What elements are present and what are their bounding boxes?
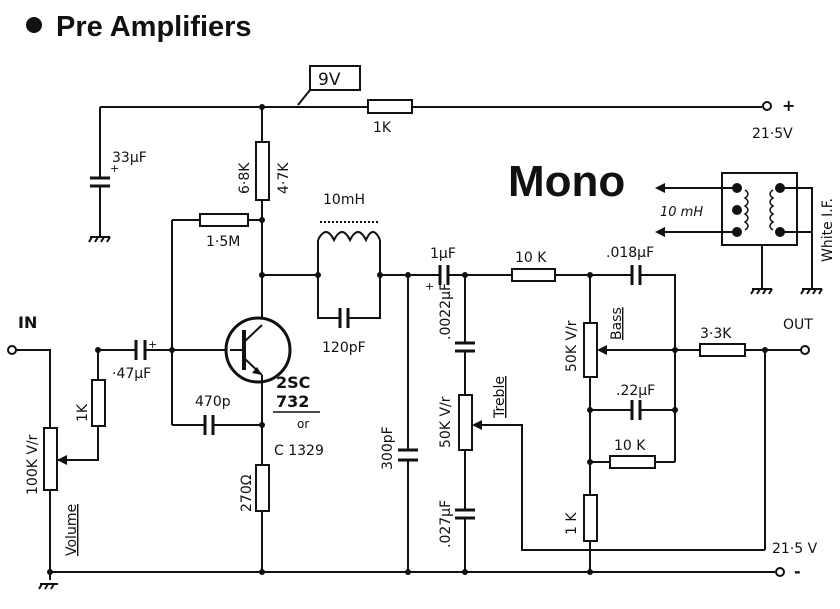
coupling-capacitor-label: 1μF (430, 246, 456, 262)
supply-capacitor-label: 33μF (112, 150, 147, 166)
feedback-capacitor (203, 415, 215, 435)
transistor-label-2: 732 (276, 392, 309, 411)
minus-label: - (794, 562, 801, 581)
plus-label: + (782, 96, 795, 115)
bass-potentiometer (583, 322, 598, 378)
bass-capacitor-mid-label: .22μF (616, 383, 655, 399)
treble-pot-label: 50K V/r (438, 396, 454, 448)
input-capacitor-label: ·47μF (112, 366, 151, 382)
output-label: OUT (783, 317, 813, 333)
svg-text:+: + (425, 280, 434, 293)
feedback-capacitor-label: 470p (195, 394, 231, 410)
emitter-resistor-label: 270Ω (239, 474, 255, 512)
volume-potentiometer (43, 427, 58, 491)
bass-pot-label: 50K V/r (564, 320, 580, 372)
bass-resistor-bottom-label: 1 K (564, 512, 580, 535)
treble-label: Treble (492, 376, 508, 419)
bass-resistor-mid (609, 455, 656, 469)
bass-resistor-mid-label: 10 K (614, 438, 646, 454)
page-title: Pre Amplifiers (56, 11, 252, 43)
collector-resistor-label-b: 4·7K (276, 162, 292, 194)
bass-label: Bass (609, 307, 625, 340)
svg-text:+: + (148, 338, 157, 351)
bias-resistor (199, 213, 249, 227)
input-label: IN (18, 313, 37, 332)
tone-resistor (511, 268, 556, 282)
treble-potentiometer (458, 394, 473, 451)
shunt-capacitor-label: 300pF (380, 426, 396, 470)
supply-resistor (367, 99, 413, 114)
voltage-bottom-label: 21·5 V (772, 541, 818, 557)
mono-heading: Mono (508, 157, 625, 206)
input-resistor-label: 1K (75, 403, 91, 422)
output-resistor (699, 343, 746, 357)
tank-capacitor (338, 308, 350, 328)
treble-capacitor-bottom-label: .027μF (438, 500, 454, 548)
transistor-label-1: 2SC (276, 373, 310, 392)
bias-resistor-label: 1·5M (206, 234, 240, 250)
transistor-alt-label: C 1329 (274, 443, 324, 459)
shunt-capacitor (398, 448, 418, 462)
ground-icon (38, 583, 58, 590)
supply-capacitor (88, 107, 111, 243)
if-coil-label: White I.F. (820, 198, 836, 262)
bass-capacitor-top (630, 265, 642, 285)
emitter-resistor (255, 464, 270, 512)
plus-terminal (762, 101, 772, 111)
supply-resistor-label: 1K (373, 120, 392, 136)
ground-icon (88, 236, 111, 243)
transistor-or-label: or (297, 417, 309, 431)
inductor-label: 10mH (323, 192, 365, 208)
collector-resistor (255, 141, 270, 201)
tank-capacitor-label: 120pF (322, 340, 366, 356)
output-resistor-label: 3·3K (700, 326, 732, 342)
top-rail (100, 65, 772, 114)
bass-capacitor-mid (630, 400, 642, 420)
tone-resistor-label: 10 K (515, 250, 547, 266)
input-capacitor (134, 340, 147, 360)
volume-pot-label: 100K V/r (25, 434, 41, 495)
svg-text:+: + (110, 162, 119, 175)
minus-terminal (775, 567, 785, 577)
if-inductor-label: 10 mH (660, 205, 703, 220)
bass-capacitor-top-label: .018μF (606, 245, 654, 261)
collector-resistor-label-a: 6·8K (237, 162, 253, 194)
input-terminal (7, 345, 17, 355)
if-transformer (655, 172, 823, 295)
inductor (317, 231, 381, 243)
input-resistor (91, 379, 106, 427)
bass-resistor-bottom (583, 494, 598, 542)
coupling-capacitor (438, 265, 450, 285)
voltage-top-label: 21·5V (752, 126, 793, 142)
output-terminal (800, 345, 810, 355)
volume-label: Volume (64, 504, 80, 556)
9v-label: 9V (318, 70, 341, 90)
bullet-icon (26, 17, 42, 33)
treble-capacitor-top-label: .0022μF (438, 283, 454, 340)
